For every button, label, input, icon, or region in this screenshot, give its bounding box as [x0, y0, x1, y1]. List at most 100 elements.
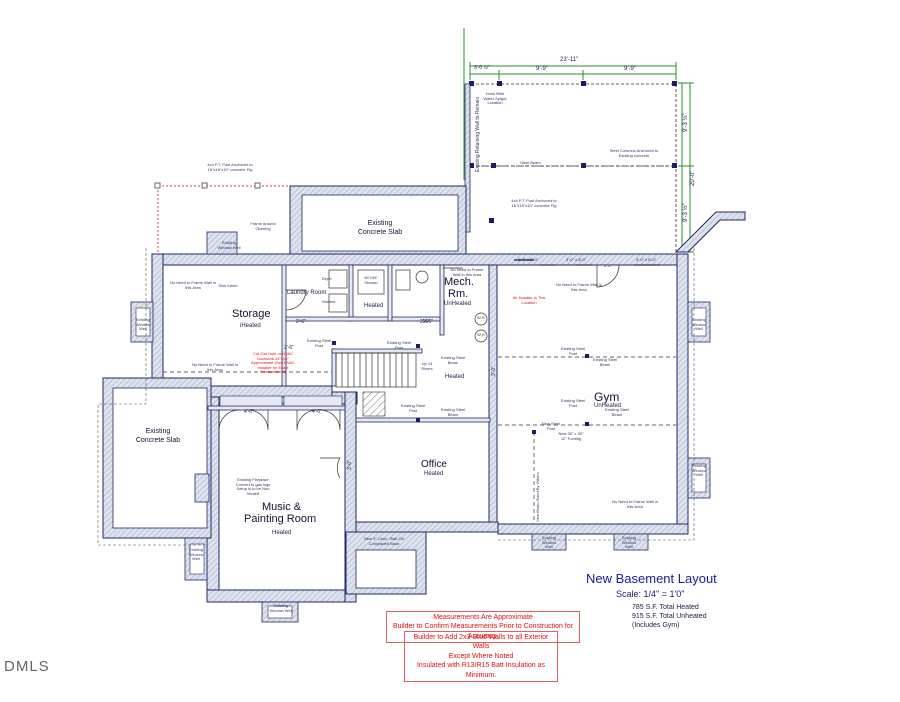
window-well-top-label: Existing Window Well	[217, 240, 241, 250]
note-box-walls: Builder to Add 2x3 Stud Walls to all Ext…	[404, 631, 558, 683]
ww-music: Existing Window Well	[269, 603, 293, 613]
hose-bib-label: Hose Bibb Water Spigot Location	[483, 91, 507, 106]
door-dim-1: 3'-0"	[604, 263, 612, 268]
steel-post-1: Existing Steel Post	[386, 340, 412, 350]
ww-left-top: Existing Window Well	[135, 317, 151, 332]
window-markers	[514, 259, 660, 266]
window-dim-1: 3'-0" x 5'-0"	[518, 257, 539, 262]
top-slab-line2: Concrete Slab	[357, 228, 403, 236]
right-wing-wall	[674, 211, 746, 253]
fireplace-note: Existing Fireplace Convert to gas logs S…	[235, 477, 271, 496]
office-status: Heated	[424, 471, 444, 477]
deck-outline	[476, 83, 677, 252]
ww-right-bot: Existing Window Well	[691, 463, 707, 478]
no-frame-storage2: No Need to Frame Wall in this Area	[192, 362, 238, 372]
no-frame-storage: No Need to Frame Wall in this Area	[170, 280, 216, 290]
hall-status: Heated	[445, 374, 465, 380]
frame-around-label: Frame Around Opening	[250, 221, 276, 231]
steel-beam-top-label: Steel Beam	[520, 160, 541, 165]
no-frame-gym-top: No Need to Frame Wall in this Area	[556, 282, 602, 292]
steel-beam-2: Existing Steel Beam	[440, 407, 466, 417]
dim-d2: 9'-9"	[536, 66, 548, 72]
music-door-dim-2: 4'-0"	[312, 409, 322, 415]
post-markers	[154, 182, 261, 189]
hall-door-dim: 2'-6"	[423, 319, 433, 325]
steel-beams	[163, 165, 676, 524]
laundry-w2: 2'-6"	[420, 319, 430, 325]
retaining-wall-label: Existing Retaining Wall to Remain	[475, 96, 481, 172]
music-name: Music &	[262, 501, 302, 513]
gym-door-dim: 3'-0"	[491, 366, 497, 376]
note-walls-2: Except Where Noted	[448, 652, 514, 660]
storage-door-dim: 2'-6"	[296, 319, 306, 325]
dim-overall: 23'-11"	[560, 57, 579, 63]
shower-label: 36"x36" Shower	[364, 275, 378, 285]
note-walls-1: Builder to Add 2x3 Stud Walls to all Ext…	[413, 634, 549, 651]
water-heater-2: W.H.	[477, 332, 486, 337]
mech-status: UnHeated	[444, 301, 472, 307]
top-slab-label: Existing Concrete Slab	[342, 220, 418, 238]
dim-d3: 9'-9"	[624, 66, 636, 72]
deck-columns	[469, 81, 677, 223]
new-footing-label: New 30" x 30" 12" Footing	[558, 431, 584, 441]
dimension-lines-top	[463, 28, 694, 253]
laundry-w1: 2'-6"	[284, 345, 294, 351]
steel-columns-label: Steel Columns Anchored to Existing concr…	[609, 148, 659, 158]
music-closets	[219, 395, 343, 407]
steel-posts	[332, 341, 589, 434]
dryer-label: Dryer	[322, 276, 332, 281]
stat-unheated: 915 S.F. Total Unheated	[632, 613, 707, 620]
no-frame-mech: No Need to Frame Wall in this Area	[450, 267, 484, 277]
stat-includes: (Includes Gym)	[632, 622, 680, 629]
new-beam-label: New Beam Sized By Others	[535, 472, 540, 522]
storage-name: Storage	[232, 308, 271, 320]
no-frame-gym-bot: No Need to Frame Wall in this Area	[612, 499, 658, 509]
dim-v1: 9'-3 ½"	[683, 113, 689, 132]
music-door-dim-1: 4'-0"	[244, 409, 254, 415]
water-heater-1: W.H.	[477, 315, 486, 320]
staircase	[335, 352, 417, 388]
mech-name: Mech.	[444, 276, 474, 288]
ww-gym-2: Existing Window Well	[621, 535, 637, 550]
ww-gym-1: Existing Window Well	[541, 535, 557, 550]
plan-scale: Scale: 1/4" = 1'0"	[616, 589, 685, 599]
sink-future-label: Sink future	[218, 283, 238, 288]
new-slab-note: New 4" Conc. Slab On Compacted Base	[364, 536, 404, 546]
steel-post-4: Existing Steel Post	[560, 346, 586, 356]
post-mid-label: 4x4 P.T. Post Anchored to 16"x16"x10" co…	[511, 198, 557, 208]
left-slab-label: Existing Concrete Slab	[128, 428, 188, 446]
note-box-measurements: Measurements Are Approximate Builder to …	[386, 611, 580, 644]
stair-landing	[362, 391, 386, 417]
washer-label: Washer	[322, 299, 336, 304]
heated-closet-status: Heated	[364, 303, 384, 309]
steel-post-2: Existing Steel Post	[306, 338, 332, 348]
new-slab-area	[355, 549, 417, 589]
air-handler-note: Air Handler in This Location	[512, 295, 546, 305]
window-dim-3: 3'-0" x 5'-0"	[636, 257, 657, 262]
note-measurements-2: Builder to Confirm Measurements Prior to…	[392, 623, 574, 640]
retaining-wall	[464, 83, 471, 233]
post-top-label: 4x4 P.T. Post Anchored to 16"x16"x10" co…	[207, 162, 253, 172]
note-measurements-1: Measurements Are Approximate	[433, 614, 533, 621]
dim-v3: 9'-3 ½"	[683, 203, 689, 222]
gym-status: UnHeated	[594, 403, 622, 409]
music-name2: Painting Room	[244, 513, 317, 525]
dotted-post-layout	[157, 185, 292, 252]
hvac-cutout-note: Cut-Out Hole or HVAC Ductwork 24"x16" Ap…	[251, 351, 295, 375]
dim-d1: 3'-0 ½"	[474, 65, 490, 71]
steel-beam-3: Existing Steel Beam	[592, 357, 618, 367]
window-dim-2: 3'-0" x 5'-0"	[566, 257, 587, 262]
up-risers-label: Up 14 Risers	[421, 361, 433, 371]
mls-watermark: DMLS	[4, 658, 50, 675]
new-post-label: New Steel Post	[541, 421, 561, 431]
door-swings	[218, 264, 620, 479]
music-status: Heated	[272, 530, 292, 536]
fireplace	[194, 473, 210, 503]
steel-beam-1: Existing Steel Beam	[440, 355, 466, 365]
left-slab-line2: Concrete Slab	[135, 436, 181, 444]
top-slab-line1: Existing	[367, 220, 393, 227]
note-walls-3: Insulated with R13/R15 Batt Insulation a…	[416, 662, 546, 679]
office-door-dim: 3'-0"	[347, 460, 353, 470]
